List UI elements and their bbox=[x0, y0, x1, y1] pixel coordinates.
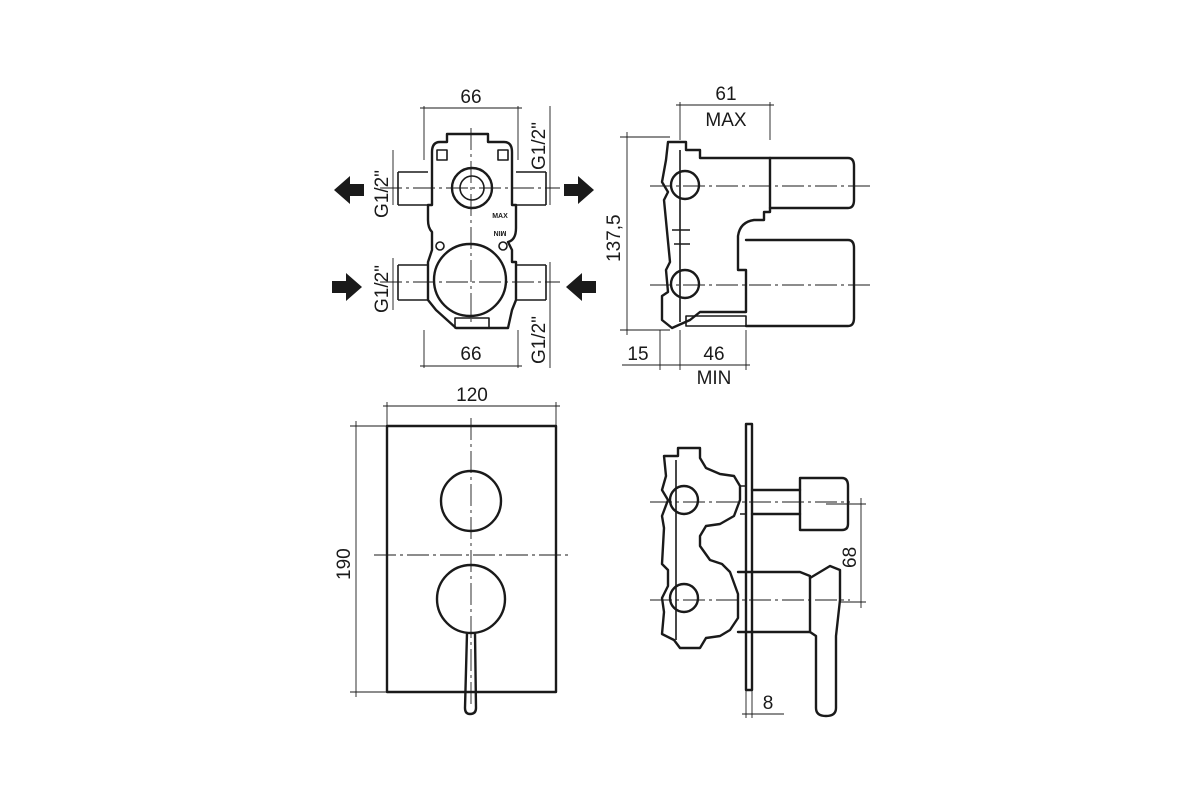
assembled-body-detail bbox=[675, 460, 746, 640]
arrow-in-right-icon bbox=[566, 273, 596, 301]
pipe-left-bottom bbox=[397, 264, 428, 301]
body-side-view: 61 MAX 137,5 15 46 MIN bbox=[604, 84, 870, 389]
assembled-body-outline bbox=[660, 446, 742, 650]
pipe-right-top bbox=[516, 171, 547, 206]
assembled-port-top bbox=[668, 484, 700, 516]
cover-plate bbox=[385, 424, 558, 694]
max-mark: MAX bbox=[492, 213, 508, 220]
mounting-plate bbox=[685, 315, 747, 327]
body-screw bbox=[498, 241, 508, 251]
thread-label-bottom-right: G1/2" bbox=[529, 316, 550, 364]
body-bottom-tab bbox=[454, 317, 490, 329]
dim-190-label: 190 bbox=[334, 548, 355, 580]
dim-68-label: 68 bbox=[840, 547, 861, 568]
cover-plate-front-view: 120 190 bbox=[334, 385, 572, 716]
lever-shank bbox=[736, 570, 812, 634]
min-mark: MIN bbox=[494, 229, 507, 236]
assembled-side-view: 68 8 bbox=[650, 422, 866, 718]
body-screw-boss bbox=[436, 149, 448, 161]
thread-label-left-bottom: G1/2" bbox=[372, 265, 393, 313]
dim-8-label: 8 bbox=[763, 693, 774, 714]
thread-label-left-top: G1/2" bbox=[372, 170, 393, 218]
body-screw bbox=[435, 241, 445, 251]
dim-max-label: MAX bbox=[705, 110, 747, 131]
side-port-top bbox=[669, 169, 701, 201]
pipe-right-bottom bbox=[516, 264, 547, 301]
dim-46-label: 46 bbox=[703, 344, 724, 365]
body-side-outline bbox=[660, 140, 772, 330]
cartridge-seat-circle bbox=[432, 242, 508, 318]
dim-min-label: MIN bbox=[697, 368, 732, 389]
dim-61-label: 61 bbox=[715, 84, 736, 105]
min-guard bbox=[744, 238, 856, 328]
body-outline bbox=[426, 132, 518, 330]
assembled-port-bottom bbox=[668, 582, 700, 614]
diverter-knob-side bbox=[798, 476, 850, 532]
lever-handle-side bbox=[808, 564, 842, 718]
lever-handle bbox=[463, 631, 478, 716]
body-screw-boss bbox=[497, 149, 509, 161]
arrow-out-right-icon bbox=[564, 176, 594, 204]
plate-profile bbox=[744, 422, 754, 692]
dim-137-5-label: 137,5 bbox=[604, 214, 625, 262]
pipe-left-top bbox=[397, 171, 428, 206]
dim-66-bottom-label: 66 bbox=[460, 344, 481, 365]
max-guard bbox=[768, 156, 856, 210]
diverter-spindle bbox=[750, 488, 802, 516]
dim-120-label: 120 bbox=[456, 385, 488, 406]
arrow-out-left-icon bbox=[334, 176, 364, 204]
arrow-in-left-icon bbox=[332, 273, 362, 301]
dim-66-top-label: 66 bbox=[460, 87, 481, 108]
side-body-detail bbox=[672, 150, 690, 322]
thread-label-top-right: G1/2" bbox=[529, 122, 550, 170]
side-port-bottom bbox=[669, 268, 701, 300]
dim-15-label: 15 bbox=[627, 344, 648, 365]
body-front-view: 66 66 G1/2" G1/2" G1/2" G1/2" MAX MIN bbox=[332, 87, 596, 368]
